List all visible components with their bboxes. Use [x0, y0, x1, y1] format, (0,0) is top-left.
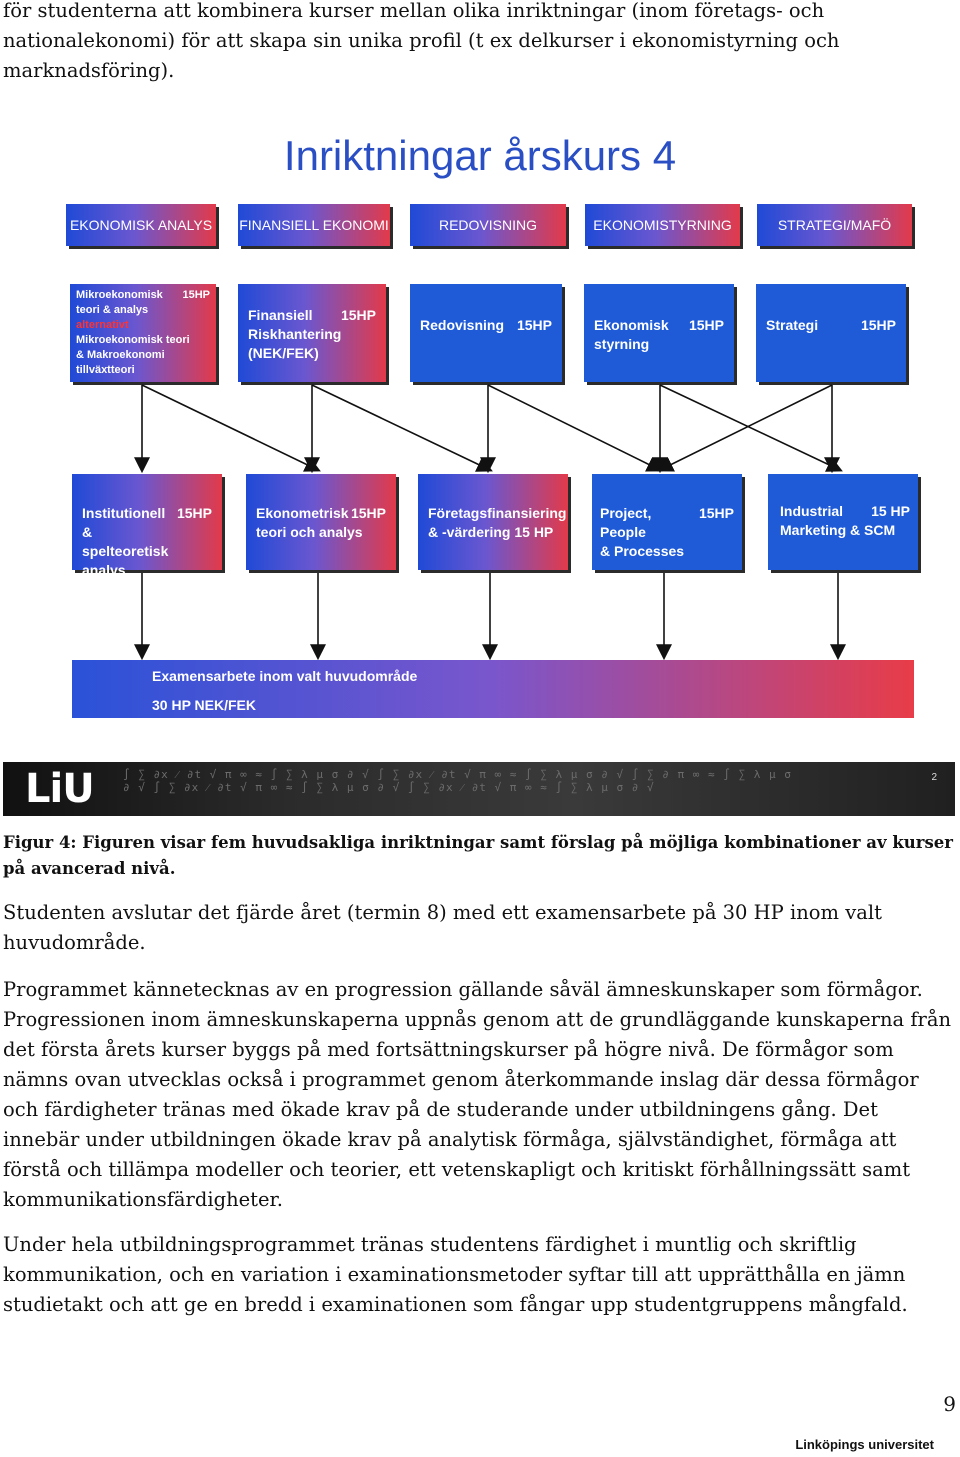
- course-name: Ekonomisk: [594, 317, 669, 333]
- thesis-credits: 30 HP NEK/FEK: [152, 697, 256, 713]
- course-name: Institutionell &: [82, 505, 166, 540]
- course-line: tillväxtteori: [76, 364, 135, 376]
- course-name: Industrial: [780, 503, 844, 519]
- course-hp: 15HP: [860, 317, 896, 333]
- course-line: styrning: [594, 336, 650, 352]
- course-hp: 15HP: [182, 289, 210, 301]
- course-finansiell-riskhantering: Finansiell 15HP Riskhantering (NEK/FEK): [238, 284, 386, 382]
- track-header-finansiell-ekonomi: FINANSIELL EKONOMI: [238, 204, 390, 246]
- course-institutionell: Institutionell & 15HP spelteoretisk analy…: [72, 474, 222, 578]
- course-line: Marketing & SCM: [780, 522, 896, 538]
- connector-arrows: [134, 384, 846, 661]
- course-ekonomisk-styrning: Ekonomisk 15HP styrning: [584, 284, 734, 382]
- decorative-formula-pattern: ∫ ∑ ∂x ⁄ ∂t √ π ∞ ≈ ∫ ∑ λ μ σ ∂ √ ∫ ∑ ∂x…: [123, 768, 792, 794]
- course-industrial-marketing: Industrial 15 HP Marketing & SCM: [768, 474, 918, 570]
- track-header-ekonomisk-analys: EKONOMISK ANALYS: [66, 204, 216, 246]
- course-strategi: Strategi 15HP: [756, 284, 906, 382]
- university-logo: Linköpings universitet: [795, 1437, 934, 1452]
- course-redovisning: Redovisning 15HP: [410, 284, 562, 382]
- course-hp: 15HP: [688, 317, 724, 333]
- arrow: [659, 384, 843, 472]
- thesis-bar: Examensarbete inom valt huvudområde 30 H…: [72, 660, 914, 718]
- diagram-title: Inriktningar årskurs 4: [283, 132, 677, 179]
- course-name: Strategi: [766, 317, 819, 333]
- course-line: (NEK/FEK): [248, 345, 319, 361]
- page-number: 9: [943, 1392, 956, 1416]
- track-header-ekonomistyrning: EKONOMISTYRNING: [585, 204, 740, 246]
- thesis-title: Examensarbete inom valt huvudområde: [152, 668, 418, 684]
- body-paragraph: Programmet kännetecknas av en progressio…: [3, 978, 952, 1211]
- track-header-strategi-mafo: STRATEGI/MAFÖ: [757, 204, 912, 246]
- arrow: [311, 384, 493, 472]
- course-hp: 15HP: [340, 307, 376, 323]
- body-paragraph: Under hela utbildningsprogrammet tränas …: [3, 1233, 908, 1316]
- course-line: Riskhantering: [248, 326, 342, 342]
- course-line: & Makroekonomi: [76, 349, 165, 361]
- slide-number: 2: [931, 772, 937, 783]
- figure-caption: Figur 4: Figuren visar fem huvudsakliga …: [3, 833, 953, 878]
- course-hp: 15HP: [176, 505, 212, 521]
- course-line: spelteoretisk analys: [82, 543, 169, 578]
- arrow: [657, 384, 833, 472]
- course-name: Redovisning: [420, 317, 505, 333]
- course-project-people: Project, People 15HP & Processes: [592, 474, 742, 570]
- arrow: [487, 384, 663, 472]
- course-hp: 15HP: [516, 317, 552, 333]
- track-header-redovisning: REDOVISNING: [410, 204, 566, 246]
- course-name: Project, People: [600, 505, 652, 540]
- course-name: Mikroekonomisk: [76, 289, 163, 301]
- course-name: Ekonometrisk: [256, 505, 349, 521]
- course-name: Finansiell: [248, 307, 313, 323]
- course-foretagsfinansiering: Företagsfinansiering & -värdering 15 HP: [418, 474, 568, 570]
- liu-banner: LiU ∫ ∑ ∂x ⁄ ∂t √ π ∞ ≈ ∫ ∑ λ μ σ ∂ √ ∫ …: [3, 762, 955, 816]
- arrow: [141, 384, 321, 472]
- course-line: & -värdering 15 HP: [428, 524, 554, 540]
- course-line: teori & analys: [76, 304, 149, 316]
- course-hp: 15HP: [698, 505, 734, 521]
- body-paragraph: Studenten avslutar det fjärde året (term…: [3, 901, 882, 954]
- course-name: Företagsfinansiering: [428, 505, 567, 521]
- course-mikroekonomisk: Mikroekonomisk 15HP teori & analys altern…: [70, 284, 216, 382]
- course-line: teori och analys: [256, 524, 363, 540]
- liu-logo: LiU: [25, 766, 95, 812]
- intro-paragraph: för studenterna att kombinera kurser mel…: [3, 0, 840, 82]
- course-line: & Processes: [600, 543, 685, 559]
- course-hp: 15HP: [350, 505, 386, 521]
- course-alternative: alternativt: [76, 319, 129, 331]
- course-hp: 15 HP: [871, 503, 910, 519]
- course-line: Mikroekonomisk teori: [76, 334, 190, 346]
